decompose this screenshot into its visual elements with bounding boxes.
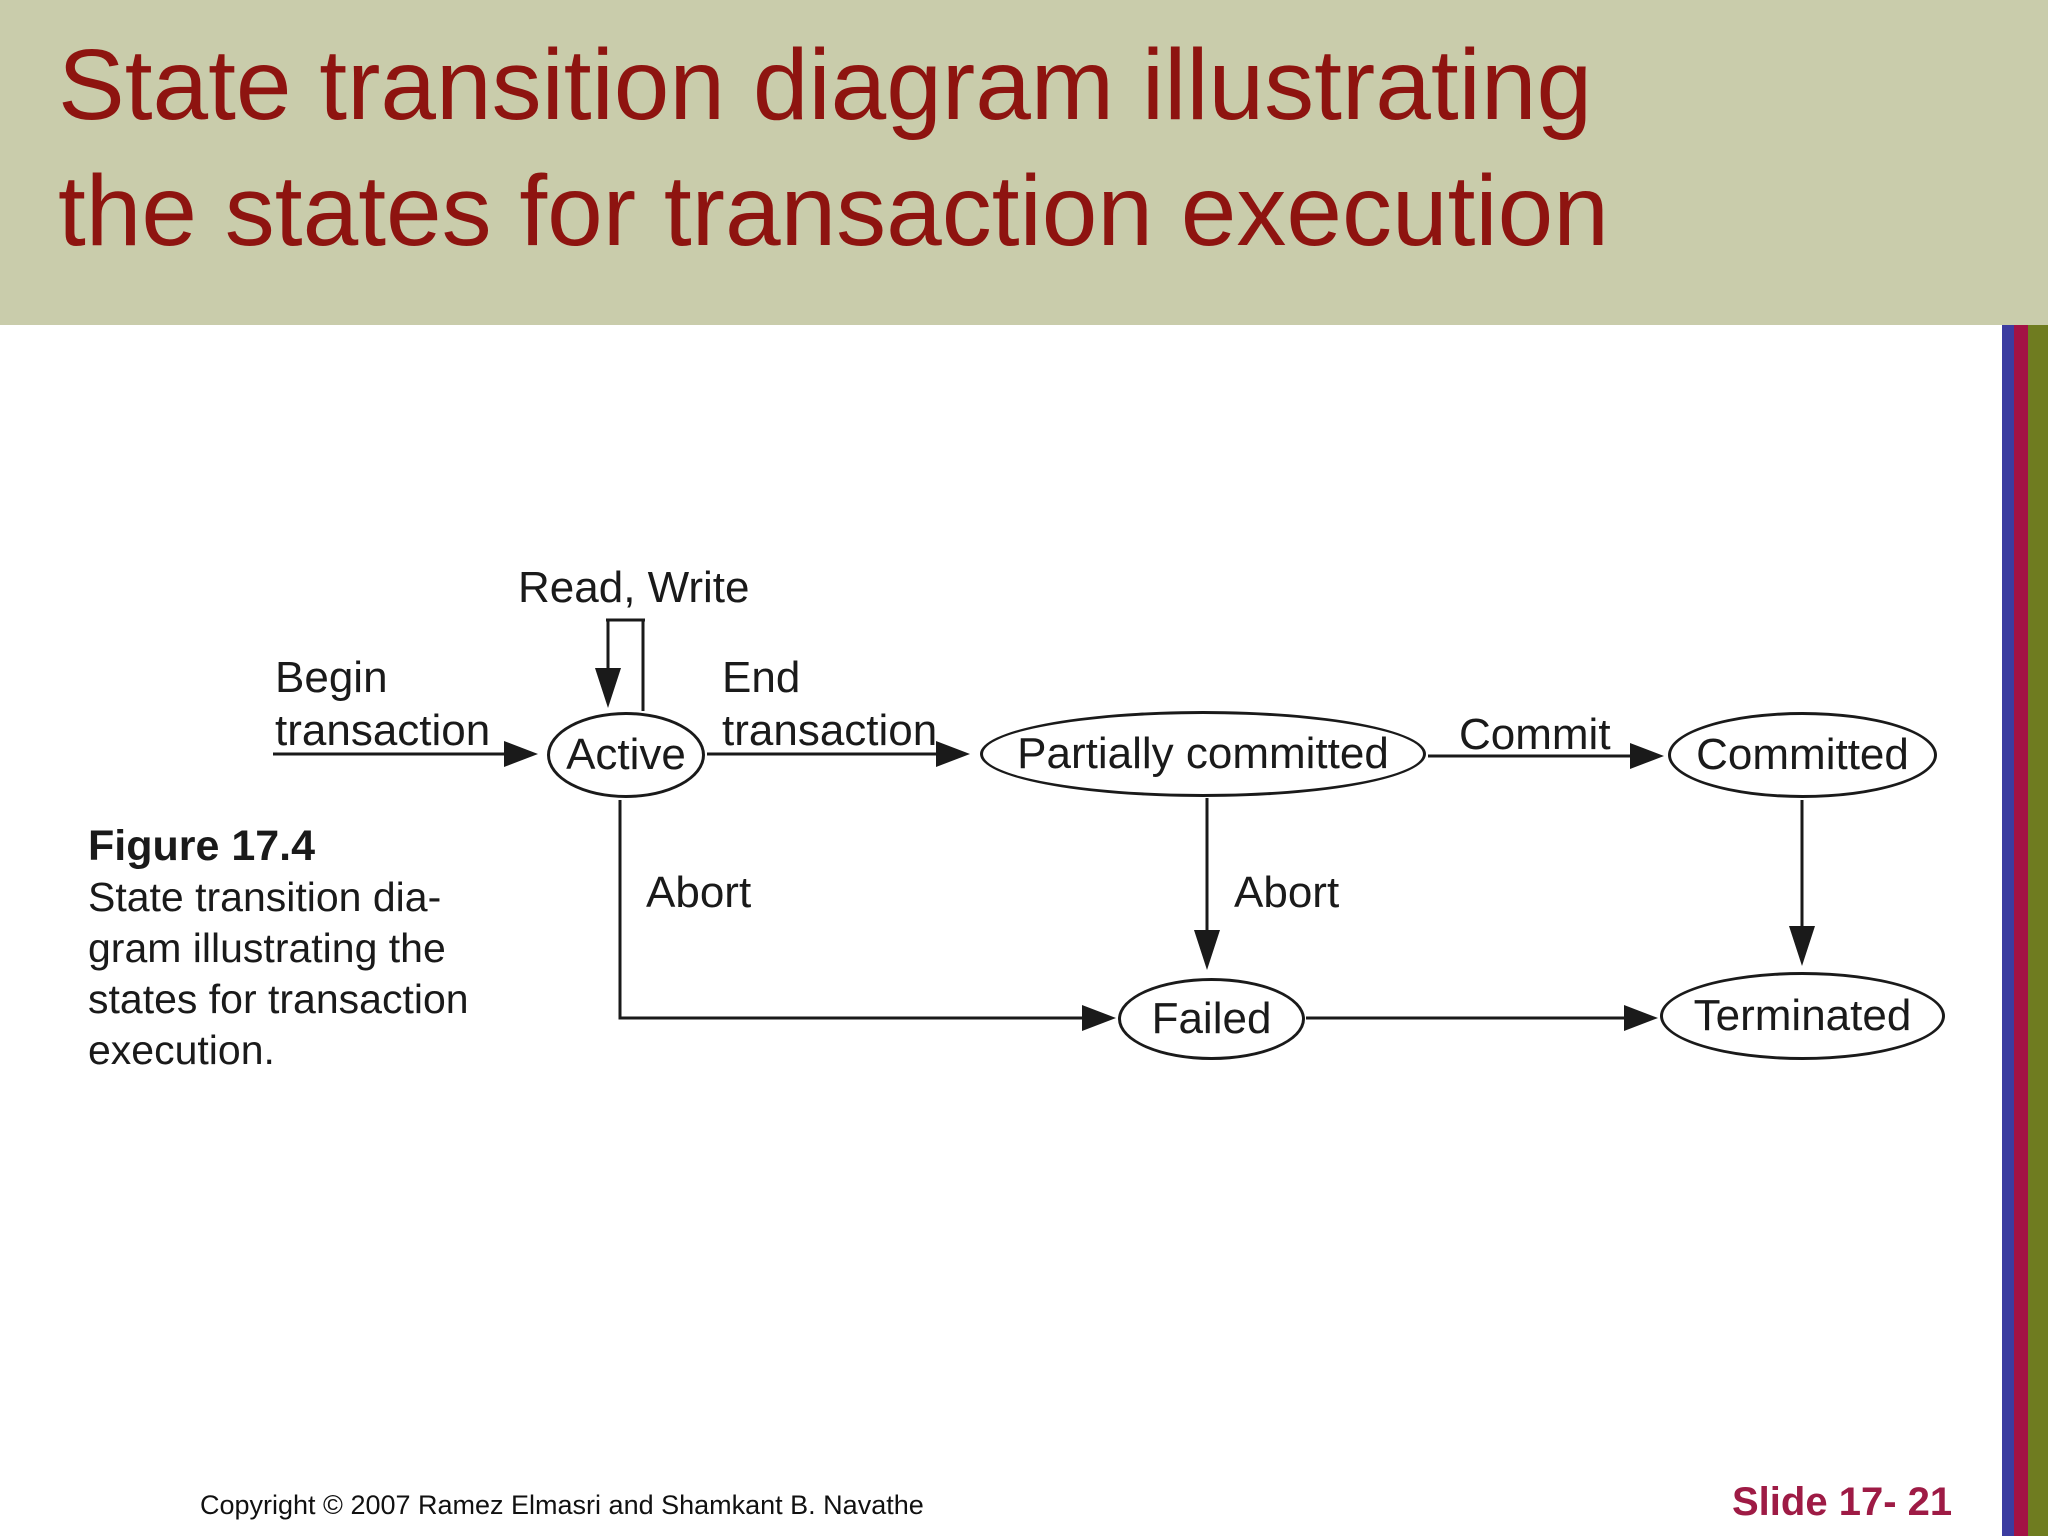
copyright-text: Copyright © 2007 Ramez Elmasri and Shamk… xyxy=(200,1490,924,1520)
state-label-terminated: Terminated xyxy=(1693,991,1912,1040)
edge-label-read-write: Read, Write xyxy=(518,563,750,612)
edge-label-end-line1: End xyxy=(722,653,801,702)
edge-stripe-blue xyxy=(2002,325,2014,1536)
state-node-active: Active xyxy=(547,712,705,798)
state-node-committed: Committed xyxy=(1668,712,1937,798)
figure-caption-line4: execution. xyxy=(88,1027,275,1073)
slide-number: Slide 17- 21 xyxy=(1732,1480,1953,1524)
state-label-partially-committed: Partially committed xyxy=(1017,729,1389,778)
edge-label-begin-line1: Begin xyxy=(275,653,388,702)
state-node-partially-committed: Partially committed xyxy=(980,711,1426,797)
slide-title-line2: the states for transaction execution xyxy=(58,155,1609,267)
edge-label-abort-from-partially-committed: Abort xyxy=(1234,868,1340,917)
edge-label-begin-transaction: Begin transaction xyxy=(275,651,490,757)
state-label-active: Active xyxy=(566,730,686,779)
edge-stripe-olive xyxy=(2028,325,2048,1536)
slide-title-line1: State transition diagram illustrating xyxy=(58,29,1593,141)
edge-label-begin-line2: transaction xyxy=(275,706,491,755)
state-label-failed: Failed xyxy=(1151,994,1272,1043)
figure-caption: Figure 17.4 State transition dia- gram i… xyxy=(88,820,469,1076)
figure-caption-label: Figure 17.4 xyxy=(88,822,316,870)
figure-caption-line2: gram illustrating the xyxy=(88,925,446,971)
state-label-committed: Committed xyxy=(1696,730,1909,779)
edge-label-abort-from-active: Abort xyxy=(646,868,752,917)
state-node-terminated: Terminated xyxy=(1660,972,1945,1060)
figure-caption-line3: states for transaction xyxy=(88,976,469,1022)
edge-stripe-maroon xyxy=(2014,325,2028,1536)
state-node-failed: Failed xyxy=(1118,978,1305,1060)
edge-label-end-transaction: End transaction xyxy=(722,651,937,757)
edge-label-commit: Commit xyxy=(1459,710,1611,759)
slide-header: State transition diagram illustrating th… xyxy=(0,0,2048,325)
edge-label-end-line2: transaction xyxy=(722,706,938,755)
slide-title: State transition diagram illustrating th… xyxy=(58,22,1609,274)
figure-caption-line1: State transition dia- xyxy=(88,874,442,920)
